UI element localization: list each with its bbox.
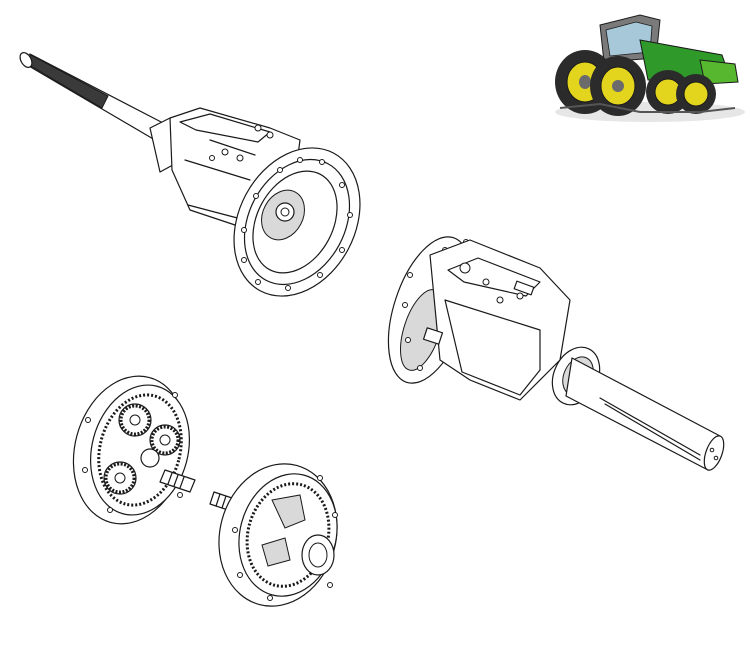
housing-flange xyxy=(233,147,361,297)
planet-gear xyxy=(118,403,152,437)
final-drive-housing-with-splined-axle xyxy=(19,52,361,297)
planet-gear xyxy=(149,424,181,456)
axle-spline-teeth xyxy=(23,54,109,109)
final-drive-housing-with-plain-axle xyxy=(387,236,725,471)
planetary-gear-set xyxy=(72,375,196,525)
planet-carrier-with-shaft xyxy=(209,463,338,607)
tractor-thumbnail xyxy=(555,14,745,122)
planet-gear xyxy=(103,461,137,495)
